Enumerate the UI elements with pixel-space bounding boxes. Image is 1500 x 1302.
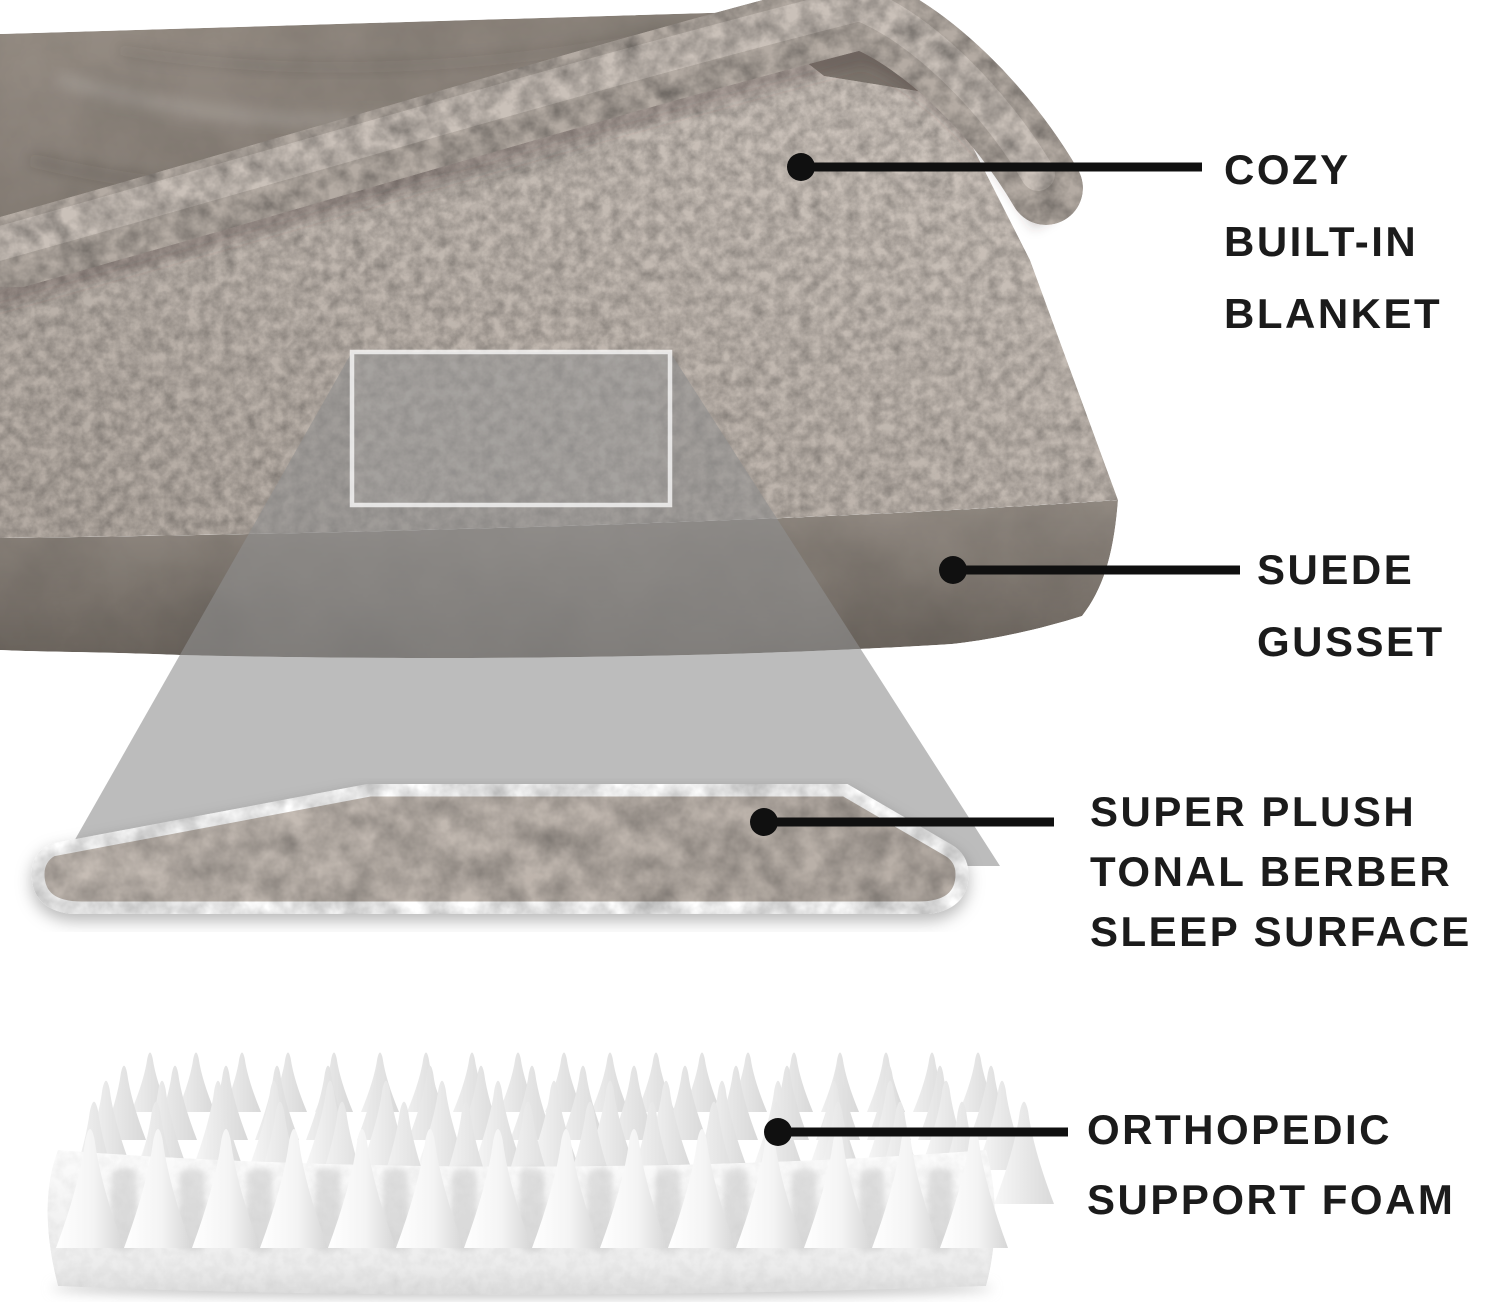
foam-illustration: [47, 1052, 1054, 1298]
leader-dot-sleep-surface: [750, 808, 778, 836]
magnifier-overlay: [60, 349, 1000, 866]
callout-super-plush-tonal-berber-sleep-surface: SUPER PLUSH TONAL BERBER SLEEP SURFACE: [1090, 782, 1472, 962]
callout-leaders: [750, 153, 1240, 1146]
foam-cone: [464, 1128, 532, 1248]
foam-cone: [804, 1128, 872, 1248]
callout-label-line: SUEDE: [1257, 546, 1415, 593]
foam-cone: [736, 1128, 804, 1248]
callout-label-line: SLEEP SURFACE: [1090, 908, 1472, 955]
foam-cone: [56, 1128, 124, 1248]
foam-cone: [532, 1128, 600, 1248]
callout-cozy-built-in-blanket: COZY BUILT-IN BLANKET: [1224, 134, 1442, 350]
foam-cone: [668, 1128, 736, 1248]
foam-cone: [396, 1128, 464, 1248]
foam-cone: [177, 1052, 215, 1112]
foam-cone: [600, 1128, 668, 1248]
callout-label-line: SUPER PLUSH: [1090, 788, 1417, 835]
magnifier-funnel: [60, 352, 1000, 866]
foam-cone: [328, 1128, 396, 1248]
fabric-swatch-shape: [31, 783, 969, 915]
magnifier-source-rect: [349, 349, 673, 508]
callout-label-line: GUSSET: [1257, 618, 1445, 665]
fabric-swatch: [31, 783, 969, 915]
callout-label-line: ORTHOPEDIC: [1087, 1106, 1393, 1153]
leader-dot-blanket: [787, 153, 815, 181]
foam-cone: [510, 1065, 554, 1140]
foam-peaks: [56, 1128, 1008, 1252]
leader-dot-gusset: [939, 556, 967, 584]
callout-label-line: COZY: [1224, 146, 1351, 193]
foam-cone: [994, 1101, 1054, 1204]
bed-sleep-surface: [0, 8, 1118, 538]
callout-label-line: BUILT-IN: [1224, 218, 1419, 265]
blanket-sherpa-rim-highlight: [0, 0, 1055, 261]
callout-label-line: TONAL BERBER: [1090, 848, 1453, 895]
foam-cone: [612, 1065, 656, 1140]
callout-label-line: SUPPORT FOAM: [1087, 1176, 1456, 1223]
foam-cone: [472, 1080, 524, 1170]
foam-cone: [192, 1128, 260, 1248]
callout-suede-gusset: SUEDE GUSSET: [1257, 534, 1445, 678]
callout-label-line: BLANKET: [1224, 290, 1443, 337]
bed-illustration: [0, 0, 1118, 658]
leader-dot-foam: [764, 1118, 792, 1146]
callout-orthopedic-support-foam: ORTHOPEDIC SUPPORT FOAM: [1087, 1095, 1455, 1235]
foam-cone: [872, 1128, 940, 1248]
foam-cone: [940, 1128, 1008, 1248]
foam-cone: [124, 1128, 192, 1248]
foam-cone: [260, 1128, 328, 1248]
